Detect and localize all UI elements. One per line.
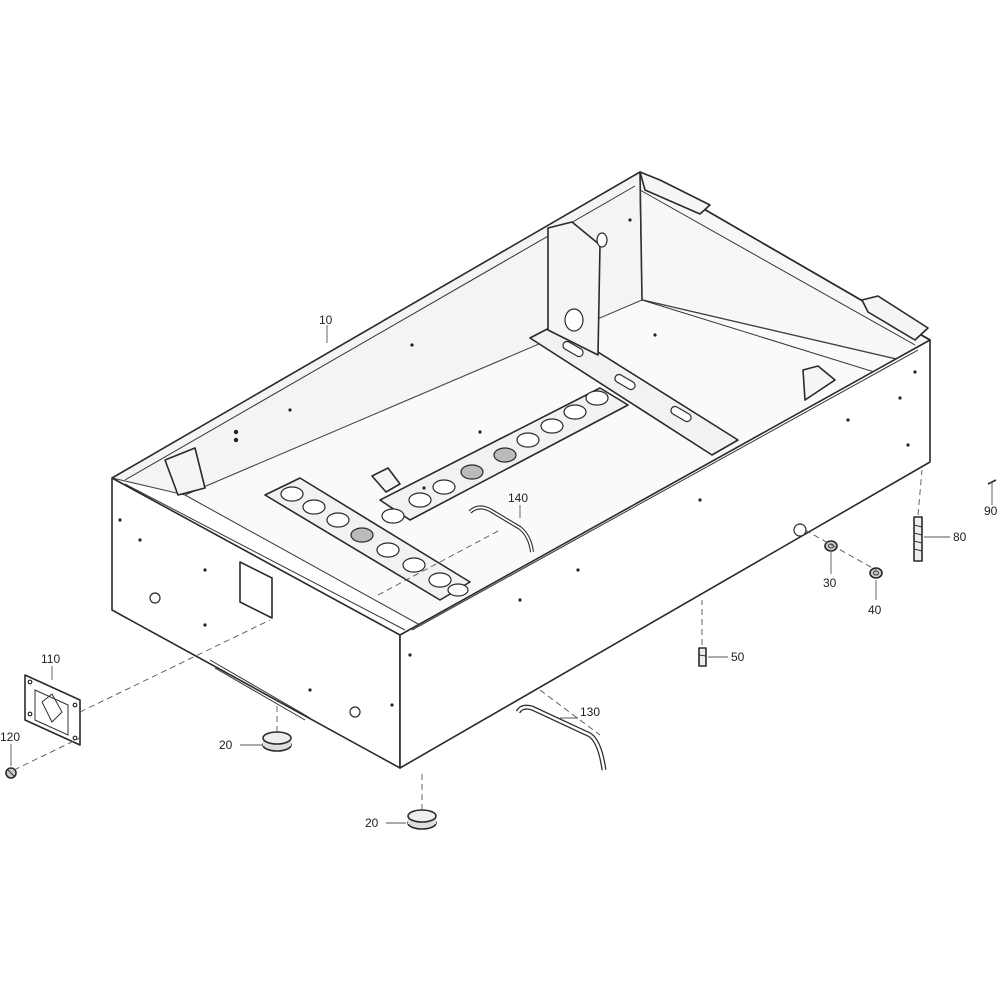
callout-50: 50 (731, 650, 745, 664)
handle-part-130 (515, 704, 607, 771)
bolt-part-80 (913, 516, 923, 562)
foot-part-20-front (407, 809, 437, 830)
plate-part-110 (24, 674, 81, 746)
callout-30: 30 (823, 576, 837, 590)
callout-130: 130 (580, 705, 600, 719)
handle-part-140 (468, 505, 534, 553)
callout-20-front: 20 (365, 816, 379, 830)
callout-labels: 10 20 20 30 40 50 80 90 110 120 130 140 (0, 313, 998, 830)
callout-90: 90 (984, 504, 998, 518)
frame-part-10 (111, 171, 931, 769)
assembly-lines (13, 469, 923, 810)
screw-part-120 (5, 767, 17, 779)
callout-110: 110 (41, 652, 60, 666)
nut-part-40 (869, 567, 883, 579)
callout-80: 80 (953, 530, 967, 544)
callout-140: 140 (508, 491, 528, 505)
callout-40: 40 (868, 603, 882, 617)
foot-part-20-left (262, 731, 292, 752)
callout-20-left: 20 (219, 738, 233, 752)
leader-lines (10, 325, 993, 824)
callout-10: 10 (319, 313, 333, 327)
callout-120: 120 (0, 730, 20, 744)
washer-part-30 (824, 540, 838, 552)
pin-part-50 (698, 647, 707, 667)
